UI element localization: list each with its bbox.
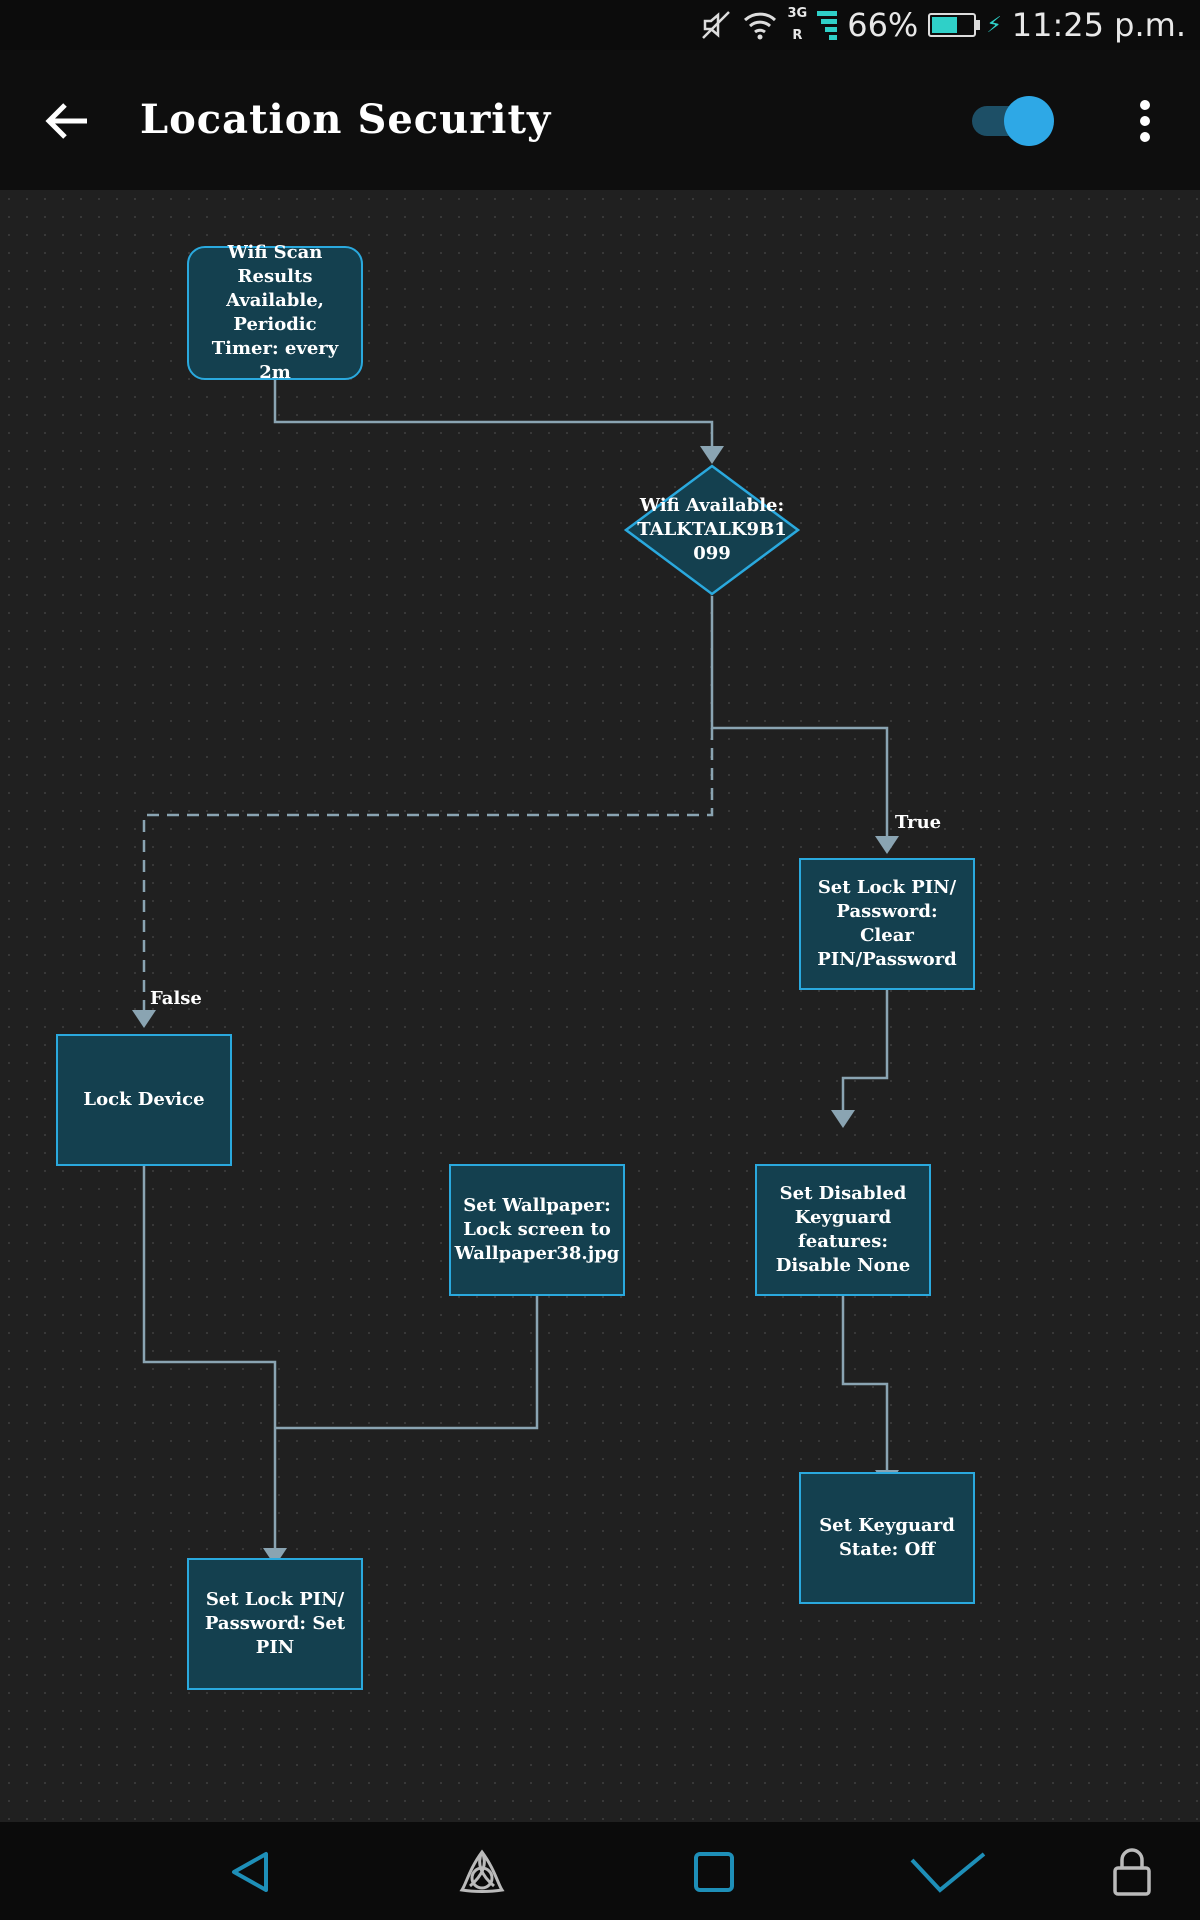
- connector-lock-setpin: [142, 1166, 277, 1550]
- toggle-knob: [1004, 96, 1054, 146]
- charging-icon: ⚡: [986, 12, 1002, 38]
- triquetra-icon: [459, 1849, 505, 1893]
- connector-keyguard-off: [841, 1296, 889, 1472]
- node-lock-device-label: Lock Device: [83, 1089, 205, 1110]
- node-trigger-label: Wifi Scan Results Available, Periodic Ti…: [211, 242, 339, 383]
- bottom-navigation: [0, 1822, 1200, 1920]
- arrowhead: [831, 1110, 855, 1128]
- arrowhead: [875, 836, 899, 854]
- battery-fill: [932, 17, 958, 33]
- muted-icon: [702, 11, 731, 39]
- node-set-wallpaper[interactable]: Set Wallpaper: Lock screen to Wallpaper3…: [449, 1164, 625, 1296]
- node-trigger[interactable]: Wifi Scan Results Available, Periodic Ti…: [187, 242, 363, 383]
- battery-percent: 66%: [847, 6, 919, 44]
- clock: 11:25 p.m.: [1011, 6, 1186, 44]
- nav-back-button[interactable]: [218, 1840, 282, 1904]
- arrowhead: [700, 446, 724, 464]
- node-condition-label: Wifi Available: TALKTALK9B1 099: [637, 495, 787, 564]
- nav-recents-button[interactable]: [682, 1840, 746, 1904]
- back-button[interactable]: [40, 94, 94, 148]
- arrowhead: [263, 1548, 287, 1566]
- roaming-indicator: R: [792, 28, 803, 43]
- node-set-wallpaper-label: Set Wallpaper: Lock screen to Wallpaper3…: [454, 1195, 620, 1264]
- connectors: [132, 378, 899, 1566]
- edge-label-true: True: [895, 812, 942, 833]
- node-condition[interactable]: Wifi Available: TALKTALK9B1 099: [624, 464, 800, 596]
- edge-label-false: False: [150, 988, 202, 1009]
- node-set-lock-pin[interactable]: Set Lock PIN/ Password: Set PIN: [187, 1558, 363, 1690]
- wifi-icon: [744, 12, 777, 40]
- arrowhead: [132, 1010, 156, 1028]
- connector-wallpaper-setpin: [275, 1296, 539, 1430]
- nav-check-button[interactable]: [908, 1840, 988, 1904]
- connector-condition-true: [710, 596, 889, 838]
- status-icons: 3G R 66% ⚡ 11:25 p.m.: [699, 0, 1186, 50]
- checkmark-icon: [910, 1852, 986, 1893]
- square-icon: [694, 1852, 734, 1892]
- connector-trigger-condition: [273, 378, 714, 448]
- battery-icon: [928, 13, 981, 37]
- node-lock-device[interactable]: Lock Device: [56, 1034, 232, 1166]
- connector-clear-keyguard: [841, 990, 889, 1112]
- connector-condition-false: [142, 728, 714, 1012]
- app-bar: Location Security: [0, 50, 1200, 190]
- signal-icon: [817, 11, 838, 40]
- node-keyguard-off[interactable]: Set Keyguard State: Off: [799, 1472, 975, 1604]
- flow-canvas[interactable]: Wifi Scan Results Available, Periodic Ti…: [0, 190, 1200, 1822]
- nav-lock-button[interactable]: [1100, 1840, 1164, 1904]
- overflow-menu-button[interactable]: [1128, 94, 1162, 148]
- status-bar: 3G R 66% ⚡ 11:25 p.m.: [0, 0, 1200, 50]
- back-arrow-icon: [45, 103, 87, 139]
- network-type: 3G: [787, 6, 808, 21]
- back-triangle-icon: [232, 1852, 268, 1892]
- overflow-menu-icon: [1140, 100, 1150, 110]
- node-disabled-keyguard[interactable]: Set Disabled Keyguard features: Disable …: [755, 1164, 931, 1296]
- node-disabled-keyguard-label: Set Disabled Keyguard features: Disable …: [775, 1183, 911, 1276]
- node-set-lock-pin-label: Set Lock PIN/ Password: Set PIN: [204, 1589, 346, 1658]
- enable-toggle[interactable]: [972, 96, 1054, 146]
- node-set-lock-clear-label: Set Lock PIN/ Password: Clear PIN/Passwo…: [817, 877, 957, 970]
- node-set-lock-clear[interactable]: Set Lock PIN/ Password: Clear PIN/Passwo…: [799, 858, 975, 990]
- network-indicator: 3G R: [787, 7, 807, 43]
- lock-icon: [1113, 1848, 1151, 1896]
- page-title: Location Security: [140, 96, 552, 143]
- nav-home-button[interactable]: [450, 1840, 514, 1904]
- node-keyguard-off-label: Set Keyguard State: Off: [819, 1515, 955, 1560]
- condition-diamond-shape: [624, 464, 800, 596]
